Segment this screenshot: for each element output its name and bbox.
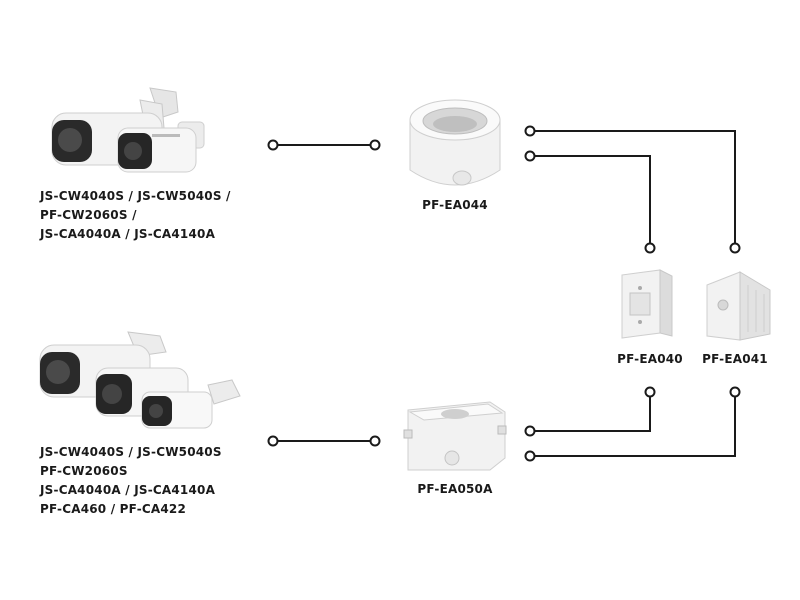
camera-group-2-line-2: PF-CW2060S (40, 464, 128, 478)
ea044-connector-node-bottom (524, 150, 536, 162)
camera-group-2-line-1: JS-CW4040S / JS-CW5040S (40, 445, 222, 459)
connector-cameras2-to-ea050a (267, 435, 381, 447)
pf-ea050a-image (403, 401, 507, 471)
pf-ea041-label: PF-EA041 (702, 352, 768, 366)
camera-group-2-image (39, 331, 241, 429)
camera-group-1-image (51, 87, 205, 173)
ea044-connector-node-top (524, 125, 536, 137)
camera-group-2-label: JS-CW4040S / JS-CW5040S PF-CW2060S JS-CA… (40, 443, 222, 519)
camera-group-2-line-3: JS-CA4040A / JS-CA4140A (40, 483, 216, 497)
connector-cameras1-to-ea044 (267, 139, 381, 151)
camera-group-2-line-4: PF-CA460 / PF-CA422 (40, 502, 187, 516)
pf-ea044-image (409, 99, 501, 186)
connector-ea050a-to-mounts (530, 392, 736, 457)
pf-ea040-image (621, 269, 673, 339)
pf-ea044-label: PF-EA044 (422, 198, 488, 212)
connector-ea044-to-mounts (530, 130, 736, 248)
ea050a-connector-node-bottom (524, 450, 536, 462)
ea040-connector-node-top (644, 242, 656, 254)
camera-group-1-line-1: JS-CW4040S / JS-CW5040S / (40, 189, 231, 203)
pf-ea040-label: PF-EA040 (617, 352, 683, 366)
ea041-connector-node-bottom (729, 386, 741, 398)
ea050a-connector-node-top (524, 425, 536, 437)
pf-ea041-image (706, 271, 771, 341)
camera-group-1-label: JS-CW4040S / JS-CW5040S / PF-CW2060S / J… (40, 187, 231, 244)
camera-group-1-line-2: PF-CW2060S / (40, 208, 137, 222)
ea041-connector-node-top (729, 242, 741, 254)
ea040-connector-node-bottom (644, 386, 656, 398)
pf-ea050a-label: PF-EA050A (417, 482, 493, 496)
camera-group-1-line-3: JS-CA4040A / JS-CA4140A (40, 227, 216, 241)
